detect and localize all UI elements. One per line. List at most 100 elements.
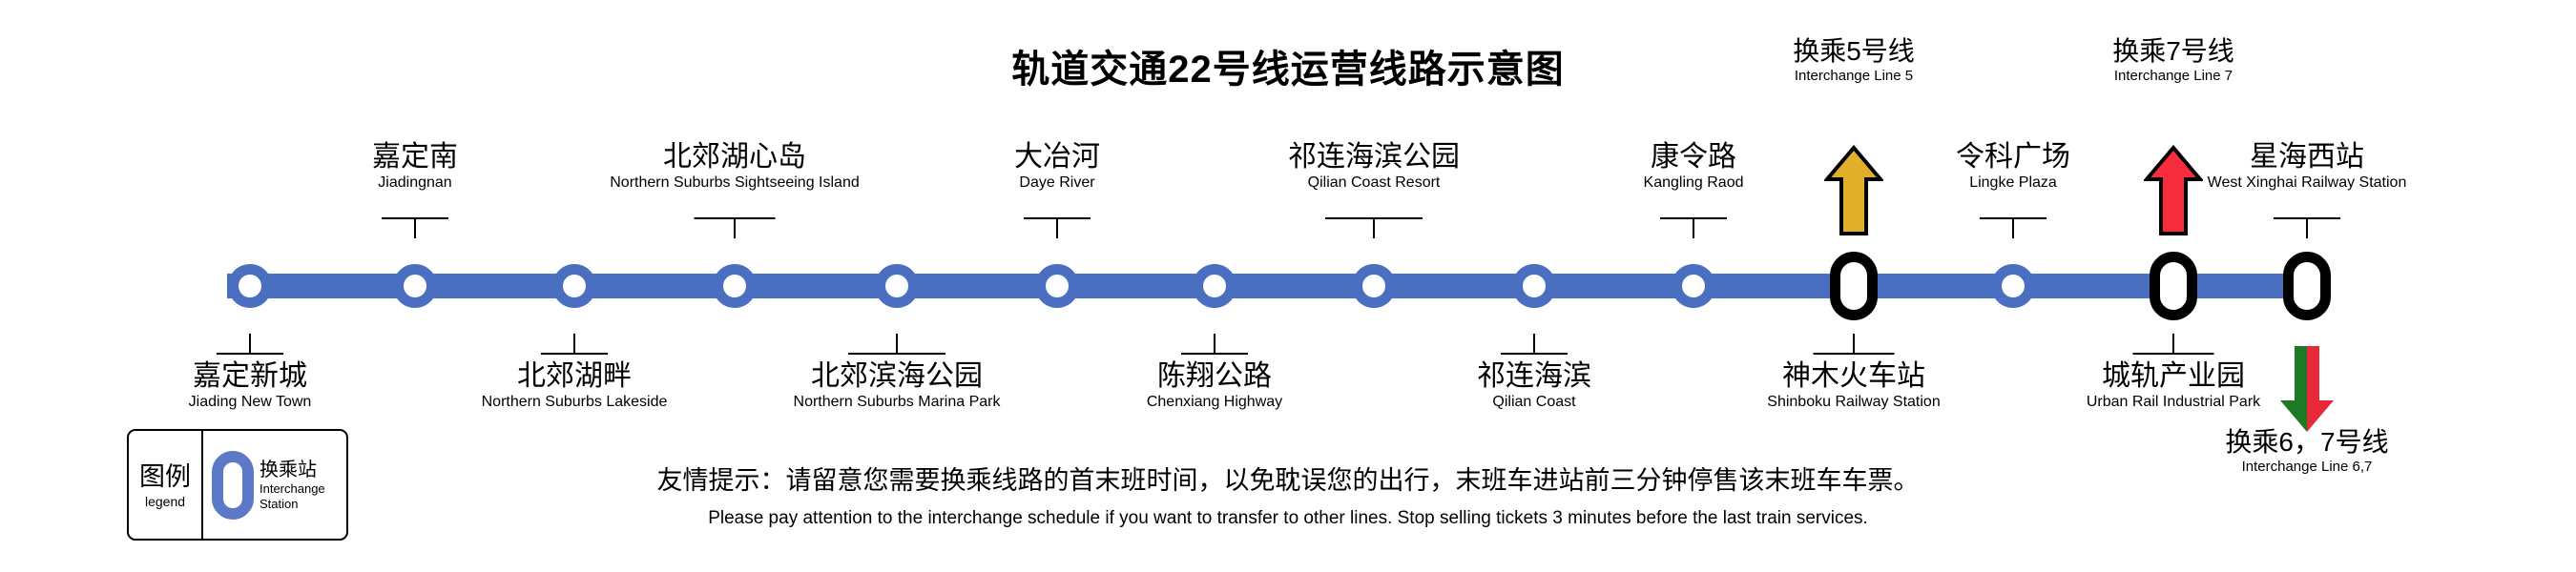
- interchange-label-en: Interchange Line 6,7: [2241, 459, 2373, 475]
- station-leader-tick: [1853, 334, 1855, 355]
- station-name-cn: 嘉定南: [372, 141, 458, 173]
- station-marker-4[interactable]: [713, 264, 757, 308]
- interchange-label-en: Interchange Line 5: [1794, 68, 1914, 84]
- station-name-cn: 祁连海滨公园: [1288, 141, 1460, 173]
- station-label-rule: [848, 353, 945, 355]
- station-leader-tick: [2172, 334, 2174, 355]
- legend-entry-cn: 换乘站: [260, 459, 317, 480]
- station-label-rule: [1181, 353, 1248, 355]
- station-name-en: Northern Suburbs Marina Park: [793, 394, 1001, 410]
- station-label-rule: [2132, 353, 2214, 355]
- station-leader-tick: [1373, 217, 1375, 238]
- station-label-rule: [1325, 217, 1423, 219]
- legend-entry-text: 换乘站 Interchange Station: [260, 459, 325, 512]
- station-label-rule: [1660, 217, 1727, 219]
- interchange-arrow-up-icon: [2144, 145, 2203, 236]
- station-name-cn: 神木火车站: [1782, 360, 1925, 392]
- legend-entry: 换乘站 Interchange Station: [203, 431, 346, 539]
- station-leader-tick: [2306, 217, 2308, 238]
- station-name-en: Northern Suburbs Sightseeing Island: [610, 174, 860, 191]
- station-name-en: Chenxiang Highway: [1146, 394, 1283, 410]
- station-name-en: Qilian Coast: [1492, 394, 1576, 410]
- station-label-rule: [2274, 217, 2340, 219]
- station-name-en: Urban Rail Industrial Park: [2086, 394, 2261, 410]
- station-marker-7[interactable]: [1193, 264, 1236, 308]
- station-label-1: 嘉定新城 Jiading New Town: [189, 360, 312, 412]
- station-leader-tick: [2012, 217, 2014, 238]
- station-name-en: Daye River: [1019, 174, 1095, 191]
- legend-title-cell: 图例 legend: [129, 431, 203, 539]
- station-name-en: Jiading New Town: [188, 394, 312, 410]
- station-leader-tick: [1533, 334, 1535, 355]
- interchange-label-cn: 换乘6，7号线: [2225, 427, 2389, 457]
- station-marker-2[interactable]: [393, 264, 437, 308]
- station-leader-tick: [573, 334, 575, 355]
- station-label-rule: [1980, 217, 2046, 219]
- station-marker-3[interactable]: [552, 264, 596, 308]
- station-label-11: 神木火车站 Shinboku Railway Station: [1767, 360, 1940, 412]
- station-label-7: 陈翔公路 Chenxiang Highway: [1147, 360, 1282, 412]
- station-marker-5[interactable]: [875, 264, 919, 308]
- station-leader-tick: [414, 217, 416, 238]
- interchange-station-symbol-icon: [212, 450, 254, 520]
- station-label-rule: [694, 217, 776, 219]
- station-name-cn: 陈翔公路: [1157, 360, 1272, 392]
- station-name-cn: 康令路: [1651, 141, 1736, 173]
- interchange-station-marker-13[interactable]: [2150, 252, 2197, 320]
- station-name-cn: 嘉定新城: [192, 360, 307, 392]
- station-marker-10[interactable]: [1672, 264, 1715, 308]
- interchange-label-cn: 换乘5号线: [1793, 36, 1915, 66]
- interchange-arrow-down-icon: [2277, 343, 2337, 435]
- station-leader-tick: [249, 334, 251, 355]
- interchange-arrow-up-icon: [1824, 145, 1883, 236]
- interchange-label-2: 换乘7号线 Interchange Line 7: [2112, 36, 2234, 85]
- legend-entry-en-line2: Station: [260, 496, 299, 511]
- interchange-label-en: Interchange Line 7: [2113, 68, 2233, 84]
- legend-box: 图例 legend 换乘站 Interchange Station: [127, 429, 348, 541]
- station-label-rule: [1813, 353, 1895, 355]
- station-name-cn: 北郊滨海公园: [810, 360, 983, 392]
- station-label-rule: [1501, 353, 1568, 355]
- station-leader-tick: [896, 334, 898, 355]
- station-name-en: Lingke Plaza: [1969, 174, 2057, 191]
- station-name-cn: 北郊湖畔: [517, 360, 632, 392]
- station-name-cn: 北郊湖心岛: [663, 141, 806, 173]
- station-name-cn: 令科广场: [1956, 141, 2070, 173]
- station-label-9: 祁连海滨 Qilian Coast: [1477, 360, 1591, 412]
- station-name-en: West Xinghai Railway Station: [2207, 174, 2407, 191]
- station-name-en: Northern Suburbs Lakeside: [481, 394, 668, 410]
- station-name-en: Shinboku Railway Station: [1767, 394, 1941, 410]
- station-name-cn: 祁连海滨: [1477, 360, 1591, 392]
- station-label-rule: [1024, 217, 1091, 219]
- legend-title-cn: 图例: [139, 462, 191, 491]
- station-marker-12[interactable]: [1991, 264, 2035, 308]
- station-marker-6[interactable]: [1035, 264, 1079, 308]
- station-marker-8[interactable]: [1352, 264, 1396, 308]
- legend-entry-en-line1: Interchange: [260, 480, 325, 496]
- station-name-cn: 星海西站: [2249, 141, 2364, 173]
- interchange-station-marker-11[interactable]: [1830, 252, 1878, 320]
- station-leader-tick: [1056, 217, 1058, 238]
- station-name-en: Jiadingnan: [378, 174, 452, 191]
- notice-text-en: Please pay attention to the interchange …: [708, 508, 1868, 528]
- station-leader-tick: [734, 217, 736, 238]
- interchange-label-3: 换乘6，7号线 Interchange Line 6,7: [2225, 427, 2388, 476]
- interchange-station-marker-14[interactable]: [2283, 252, 2331, 320]
- station-name-en: Kangling Raod: [1643, 174, 1744, 191]
- interchange-label-cn: 换乘7号线: [2112, 36, 2234, 66]
- station-label-3: 北郊湖畔 Northern Suburbs Lakeside: [482, 360, 668, 412]
- page-title: 轨道交通22号线运营线路示意图: [1011, 49, 1565, 91]
- station-label-rule: [541, 353, 608, 355]
- station-label-rule: [217, 353, 283, 355]
- station-marker-9[interactable]: [1512, 264, 1556, 308]
- station-leader-tick: [1693, 217, 1694, 238]
- station-marker-1[interactable]: [228, 264, 272, 308]
- legend-title-en: legend: [144, 494, 186, 509]
